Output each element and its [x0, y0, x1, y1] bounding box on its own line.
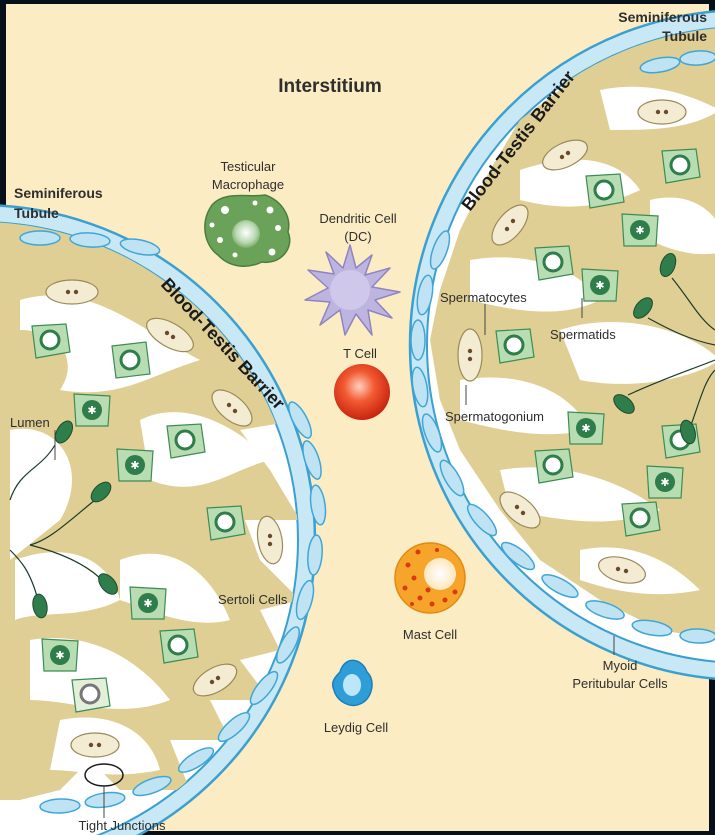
- svg-text:✱: ✱: [660, 476, 669, 489]
- leydig-cell-label: Leydig Cell: [324, 720, 388, 735]
- macrophage-label-line2: Macrophage: [212, 177, 284, 192]
- dendritic-label-line2: (DC): [344, 229, 371, 244]
- spermatids-label: Spermatids: [550, 327, 616, 342]
- lumen-label: Lumen: [10, 415, 50, 430]
- testicular-macrophage: [205, 195, 290, 266]
- mast-cell: [395, 543, 465, 613]
- right-tubule-label-line1: Seminiferous: [618, 9, 707, 25]
- svg-text:✱: ✱: [635, 224, 644, 237]
- macrophage-label-line1: Testicular: [221, 159, 277, 174]
- svg-text:✱: ✱: [55, 649, 64, 662]
- myoid-label-line2: Peritubular Cells: [572, 676, 668, 691]
- svg-text:✱: ✱: [595, 279, 604, 292]
- sertoli-cells-label: Sertoli Cells: [218, 592, 288, 607]
- interstitium-label: Interstitium: [278, 76, 381, 97]
- left-tubule-label-line2: Tubule: [14, 205, 59, 221]
- dendritic-label-line1: Dendritic Cell: [319, 211, 396, 226]
- myoid-label-line1: Myoid: [603, 658, 638, 673]
- spermatocytes-label: Spermatocytes: [440, 290, 527, 305]
- spermatogonium-label: Spermatogonium: [445, 409, 544, 424]
- left-tubule-label-line1: Seminiferous: [14, 185, 103, 201]
- svg-text:✱: ✱: [581, 422, 590, 435]
- mast-cell-label: Mast Cell: [403, 627, 457, 642]
- svg-text:✱: ✱: [87, 404, 96, 417]
- tight-junctions-label: Tight Junctions: [79, 818, 166, 833]
- right-tubule-label-line2: Tubule: [662, 28, 707, 44]
- svg-text:✱: ✱: [130, 459, 139, 472]
- svg-text:✱: ✱: [143, 597, 152, 610]
- t-cell: [334, 364, 390, 420]
- t-cell-label: T Cell: [343, 346, 377, 361]
